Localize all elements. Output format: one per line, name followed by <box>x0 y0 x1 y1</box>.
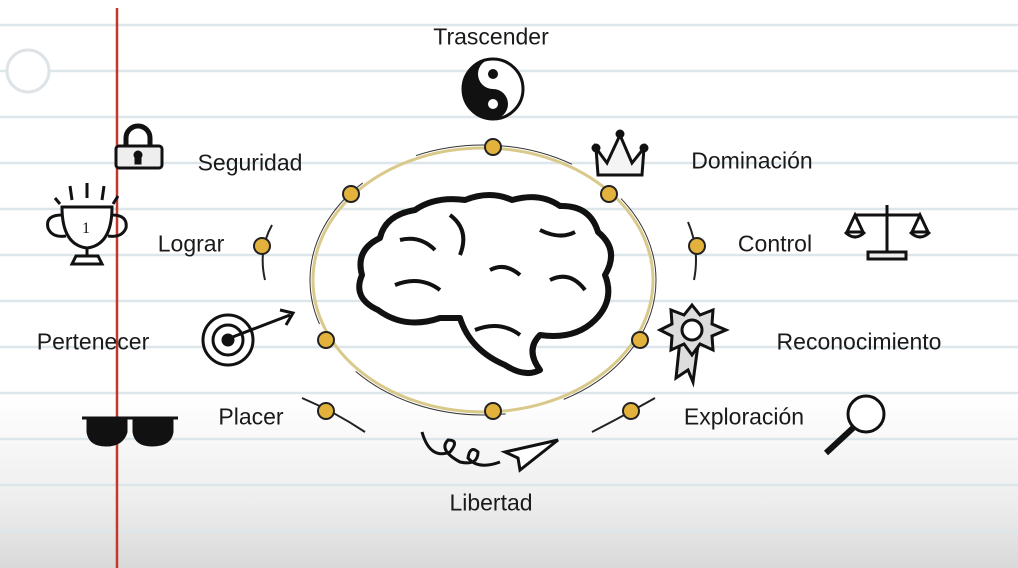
scales-icon <box>843 205 932 261</box>
padlock-icon <box>114 123 164 170</box>
label-libertad: Libertad <box>449 489 533 516</box>
trophy-icon: 1 <box>46 183 128 266</box>
paper-plane-icon <box>420 431 559 473</box>
magnifier-icon <box>823 394 886 456</box>
label-pertenecer: Pertenecer <box>36 328 150 355</box>
sunglasses-icon <box>82 416 178 447</box>
medal-icon <box>656 302 730 388</box>
label-seguridad: Seguridad <box>197 149 303 176</box>
label-lograr: Lograr <box>157 230 225 257</box>
label-exploracion: Exploración <box>683 403 805 430</box>
brain-icon <box>356 192 615 377</box>
crown-icon <box>591 129 649 177</box>
ring <box>311 146 655 414</box>
label-placer: Placer <box>218 403 284 430</box>
target-icon <box>201 308 296 367</box>
yin-yang-icon <box>461 57 525 121</box>
label-reconocimiento: Reconocimiento <box>776 328 942 355</box>
label-control: Control <box>737 230 813 257</box>
svg-text:1: 1 <box>82 220 90 237</box>
ring-dots <box>253 138 706 420</box>
label-dominacion: Dominación <box>691 147 813 174</box>
ring-outline <box>309 144 657 416</box>
binder-hole <box>5 48 51 94</box>
label-trascender: Trascender <box>433 23 549 50</box>
